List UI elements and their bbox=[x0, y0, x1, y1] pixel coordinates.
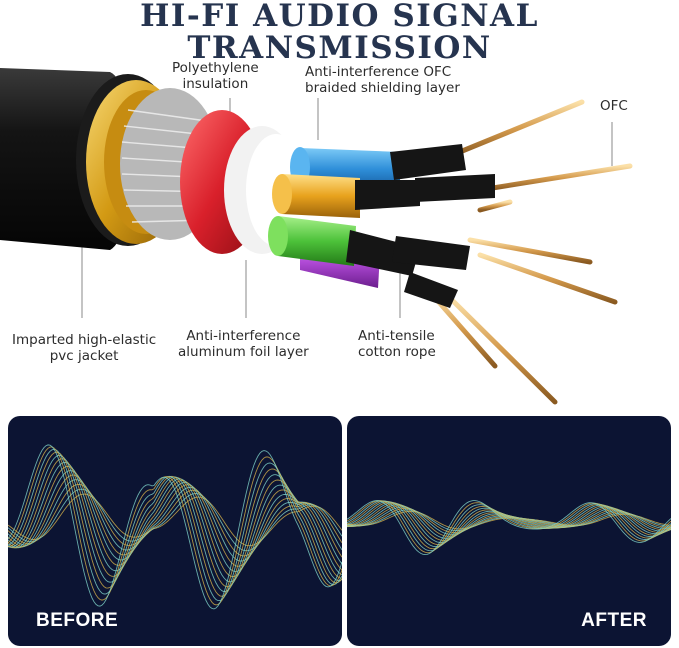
wave-line bbox=[8, 470, 342, 572]
page-title: HI-FI AUDIO SIGNAL TRANSMISSION bbox=[140, 0, 539, 66]
wave-line bbox=[8, 483, 342, 557]
wave-line bbox=[8, 479, 342, 562]
wave-line bbox=[347, 500, 671, 554]
wave-line bbox=[8, 474, 342, 567]
wave-line bbox=[8, 444, 342, 610]
green-core bbox=[268, 216, 470, 308]
wave-line bbox=[8, 446, 342, 606]
after-label: AFTER bbox=[581, 610, 647, 631]
wave-line bbox=[347, 501, 671, 548]
before-waveform bbox=[8, 444, 342, 610]
wave-line bbox=[347, 500, 671, 552]
wave-line bbox=[8, 451, 342, 597]
wave-line bbox=[8, 493, 342, 547]
cable-illustration bbox=[0, 68, 633, 405]
before-label: BEFORE bbox=[36, 610, 119, 631]
before-panel: BEFORE bbox=[8, 416, 342, 646]
after-panel: AFTER bbox=[347, 416, 671, 646]
wave-line bbox=[347, 500, 671, 556]
wave-line bbox=[347, 501, 671, 546]
after-waveform bbox=[347, 500, 671, 556]
wave-line bbox=[8, 488, 342, 552]
orange-core bbox=[272, 174, 495, 218]
label-ofc: OFC bbox=[600, 98, 628, 114]
wave-line bbox=[347, 502, 671, 543]
wave-line bbox=[347, 500, 671, 550]
wave-line bbox=[347, 504, 671, 539]
wave-line bbox=[8, 448, 342, 602]
wave-line bbox=[8, 454, 342, 593]
